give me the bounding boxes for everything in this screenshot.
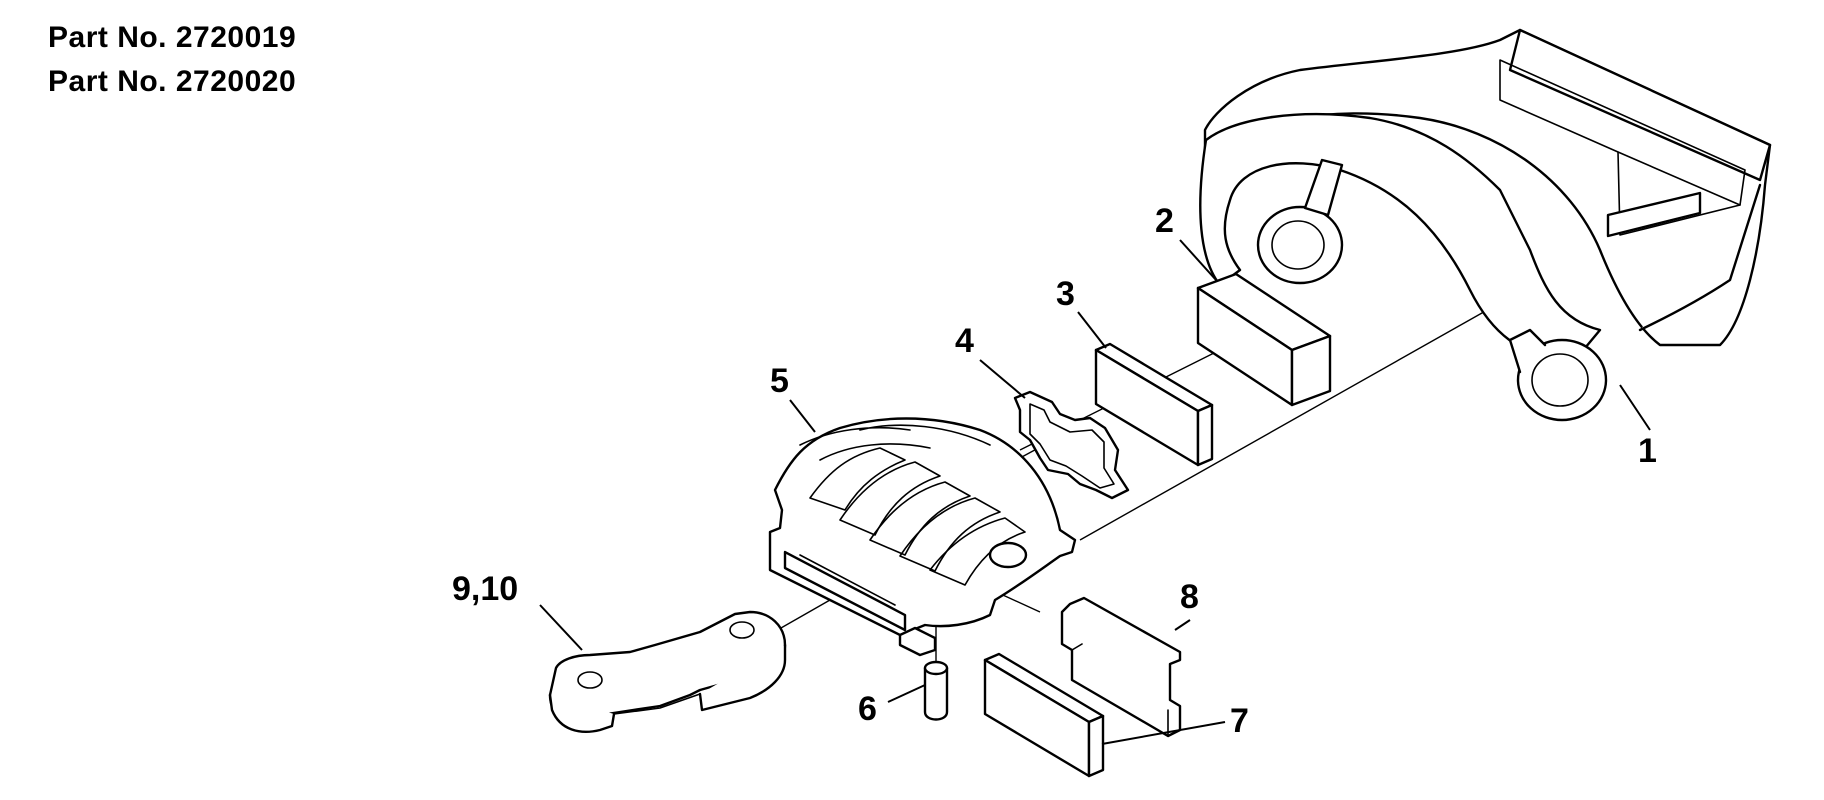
callout-3: 3 (1056, 275, 1075, 313)
part-2-block (1196, 272, 1332, 407)
part-9-10-bracket (548, 610, 787, 733)
callout-9-10: 9,10 (452, 570, 518, 608)
callout-7: 7 (1230, 702, 1249, 740)
part-number-header: Part No. 2720019 Part No. 2720020 (48, 16, 296, 104)
callout-leaders (539, 239, 1651, 745)
callout-1: 1 (1638, 432, 1657, 470)
callout-8: 8 (1180, 578, 1199, 616)
part-number-1: Part No. 2720019 (48, 21, 297, 54)
part-5-caliper-body (768, 417, 1077, 657)
callout-6: 6 (858, 690, 877, 728)
callout-4: 4 (955, 322, 974, 360)
part-6-pin (923, 660, 949, 721)
part-4-spring-clip (1013, 390, 1130, 500)
part-1-housing (1199, 28, 1772, 422)
part-number-2: Part No. 2720020 (48, 65, 297, 98)
part-7-pad (983, 652, 1105, 778)
callout-labels: 1 2 3 4 5 6 7 8 9,10 (452, 202, 1657, 740)
callout-5: 5 (770, 362, 789, 400)
callout-2: 2 (1155, 202, 1174, 240)
